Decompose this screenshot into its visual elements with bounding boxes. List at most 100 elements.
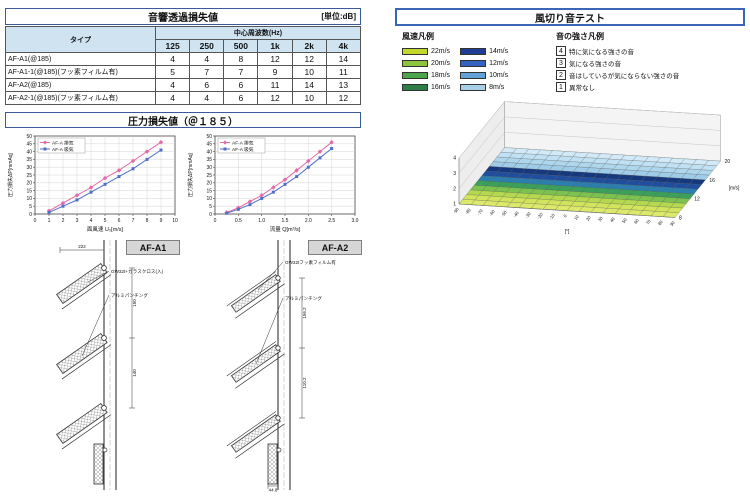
value-cell: 11 <box>325 65 362 79</box>
svg-text:[m/s]: [m/s] <box>729 185 740 191</box>
louver-blade <box>56 332 112 380</box>
svg-text:0.5: 0.5 <box>235 218 242 224</box>
svg-text:8: 8 <box>679 216 682 222</box>
value-cell: 4 <box>154 78 191 92</box>
value-cell: 4 <box>189 91 225 105</box>
sound-level-number: 2 <box>556 70 566 80</box>
svg-text:圧力損失ΔP[mmAq]: 圧力損失ΔP[mmAq] <box>7 152 14 197</box>
svg-text:10: 10 <box>573 214 580 221</box>
color-swatch <box>402 83 428 91</box>
color-swatch <box>460 71 487 79</box>
color-swatch <box>402 47 428 55</box>
louver-blade <box>56 402 112 450</box>
freq-col-header: 4k <box>325 39 362 53</box>
pressure-title-text: 圧力損失値（＠１８５） <box>128 116 238 128</box>
svg-text:50: 50 <box>621 217 628 224</box>
wind-legend-item: 12m/s <box>460 57 508 69</box>
callout-alumi-punching: アルミパンチング <box>255 295 322 365</box>
svg-text:2.5: 2.5 <box>328 218 335 224</box>
svg-text:7: 7 <box>132 218 135 224</box>
sound-legend-title: 音の強さ凡例 <box>556 32 604 41</box>
svg-text:8: 8 <box>146 218 149 224</box>
svg-text:35: 35 <box>26 157 32 163</box>
value-cell: 4 <box>154 91 191 105</box>
svg-text:4: 4 <box>90 218 93 224</box>
louver-blade <box>226 341 285 389</box>
vertical-blade <box>267 443 282 485</box>
value-cell: 8 <box>223 52 259 66</box>
wind-speed-label: 8m/s <box>489 83 505 91</box>
sound-level-label: 特に気になる強さの音 <box>569 49 634 56</box>
callout-gw32-film: GW32tフッ素フィルム有 <box>257 259 336 291</box>
svg-text:-70: -70 <box>476 208 484 216</box>
svg-text:10: 10 <box>172 218 178 224</box>
svg-text:-80: -80 <box>464 207 472 215</box>
svg-text:1: 1 <box>453 202 456 208</box>
svg-text:1: 1 <box>48 218 51 224</box>
af-a2-label: AF-A2 <box>308 240 362 255</box>
svg-text:15: 15 <box>206 188 212 194</box>
svg-text:2: 2 <box>453 186 456 192</box>
af-a1-label: AF-A1 <box>126 240 180 255</box>
svg-text:10: 10 <box>206 196 212 202</box>
svg-text:-20: -20 <box>536 211 544 219</box>
dimension-label: 44.8 <box>269 488 278 493</box>
wind-legend-item: 16m/s <box>402 81 450 93</box>
svg-text:-90: -90 <box>452 206 460 214</box>
wind-legend-item: 20m/s <box>402 57 450 69</box>
svg-text:-30: -30 <box>524 211 532 219</box>
svg-text:流量 Q[m³/s]: 流量 Q[m³/s] <box>270 225 301 233</box>
acoustic-section-title: 音響透過損失値 [単位:dB] <box>5 8 361 25</box>
svg-text:20: 20 <box>206 181 212 187</box>
value-cell: 4 <box>154 52 191 66</box>
sound-level-label: 異常なし <box>569 85 595 92</box>
wind-noise-title-text: 風切り音テスト <box>535 13 605 25</box>
type-cell: AF-A2(@185) <box>5 78 156 92</box>
wind-noise-section-title: 風切り音テスト <box>395 8 745 26</box>
svg-text:面風速 U₀[m/s]: 面風速 U₀[m/s] <box>87 226 124 233</box>
svg-text:0: 0 <box>214 218 217 224</box>
svg-text:20: 20 <box>725 159 731 165</box>
dimension-lines: 222 150 140 <box>59 244 137 409</box>
svg-text:40: 40 <box>26 149 32 155</box>
svg-text:5: 5 <box>209 204 212 210</box>
louver-blade <box>226 271 285 319</box>
sound-level-number: 3 <box>556 58 566 68</box>
callout-label: GW32t+ガラスクロス(入) <box>111 268 164 275</box>
wind-speed-label: 10m/s <box>489 71 509 79</box>
wind-speed-label: 18m/s <box>431 71 451 79</box>
svg-text:45: 45 <box>26 142 32 148</box>
wind-speed-label: 12m/s <box>489 59 509 67</box>
svg-text:0: 0 <box>562 213 568 218</box>
callout-label: アルミパンチング <box>111 292 148 299</box>
svg-text:80: 80 <box>657 219 664 226</box>
sound-level-label: 音はしているが気にならない強さの音 <box>569 73 680 80</box>
svg-text:0: 0 <box>29 212 32 218</box>
svg-text:10: 10 <box>26 196 32 202</box>
svg-text:0: 0 <box>34 218 37 224</box>
value-cell: 6 <box>223 78 259 92</box>
svg-text:60: 60 <box>633 217 640 224</box>
svg-text:30: 30 <box>597 215 604 222</box>
svg-text:AF-A 吸気: AF-A 吸気 <box>52 146 74 153</box>
svg-text:16: 16 <box>709 178 715 184</box>
dimension-label: 156.2 <box>302 307 307 319</box>
value-cell: 4 <box>189 52 225 66</box>
wind-legend-item: 10m/s <box>460 69 508 81</box>
value-cell: 14 <box>291 78 327 92</box>
callout-label: アルミパンチング <box>285 295 322 302</box>
svg-text:40: 40 <box>206 149 212 155</box>
color-swatch <box>402 71 428 79</box>
svg-text:50: 50 <box>26 134 32 140</box>
svg-text:5: 5 <box>104 218 107 224</box>
